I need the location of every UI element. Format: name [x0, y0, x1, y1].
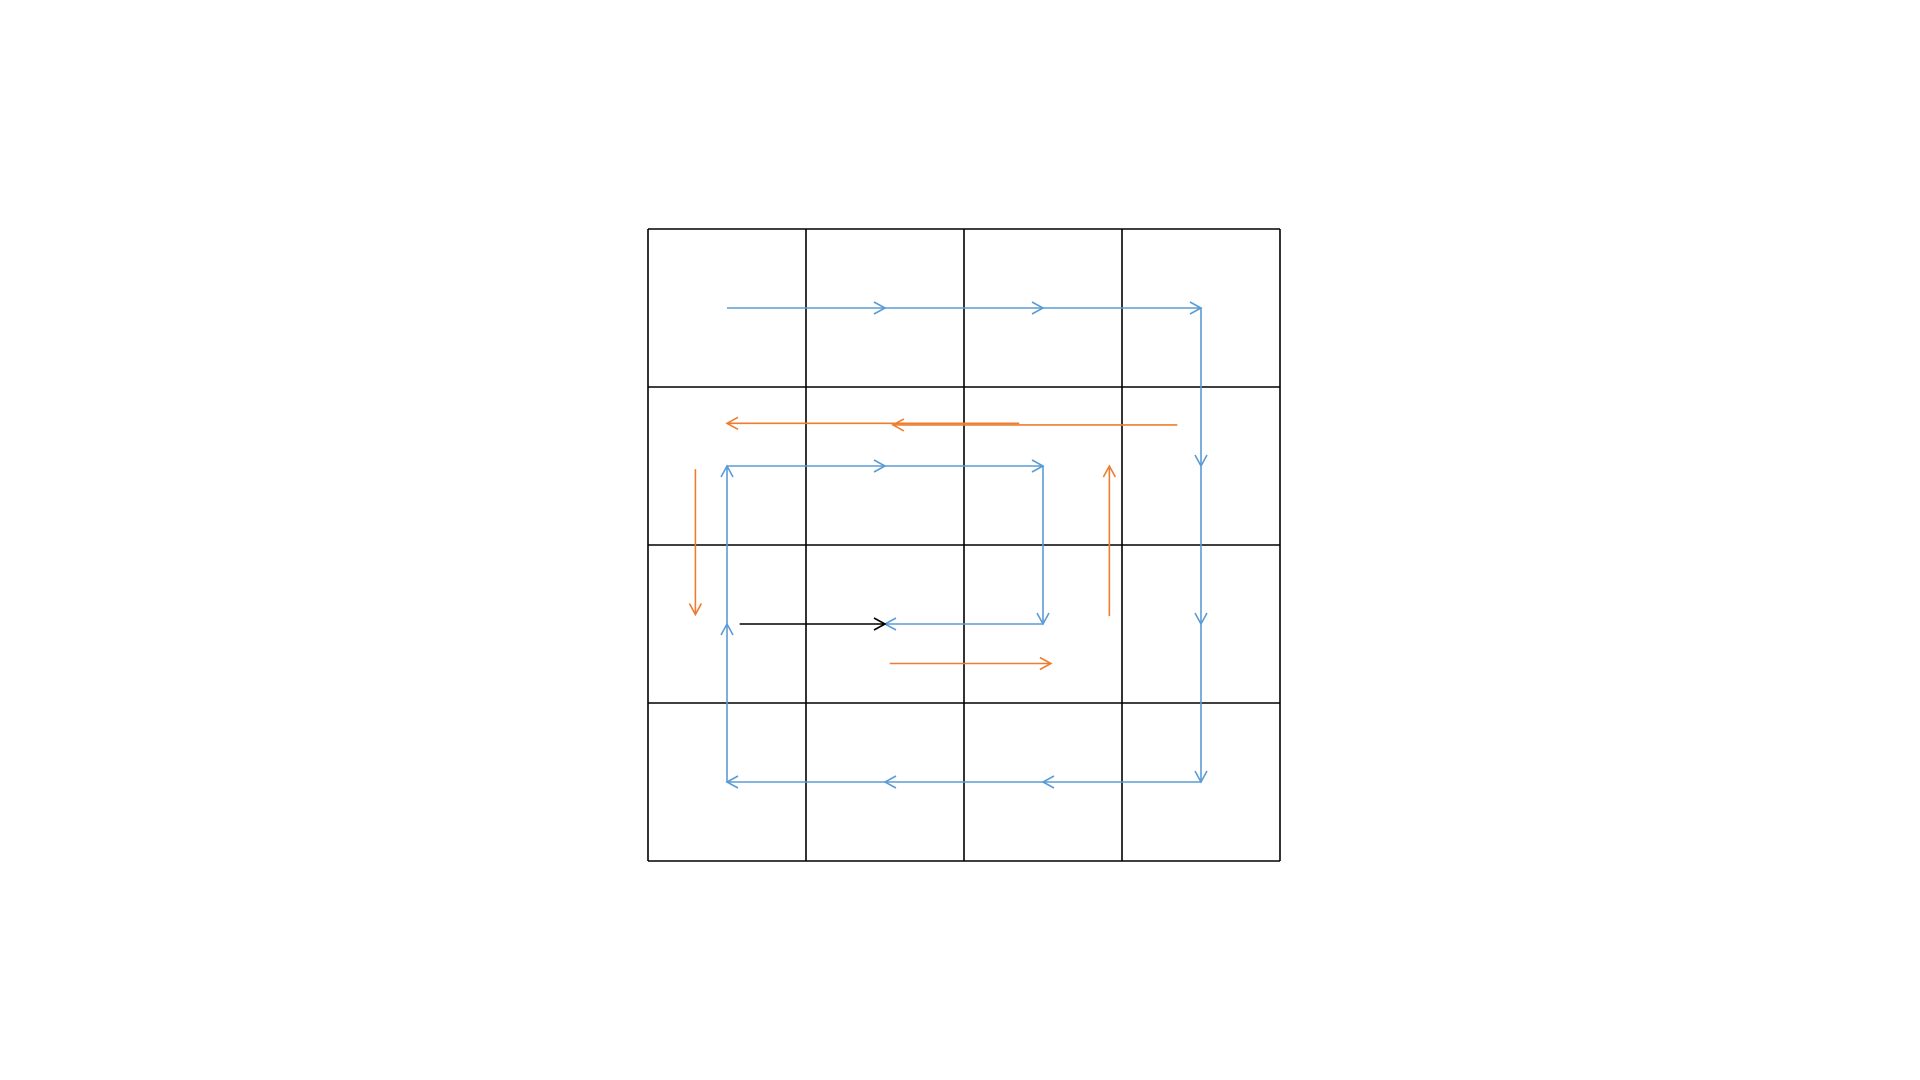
orange-arrow-left-down-head: [688, 603, 703, 617]
black-final-arrow: [739, 617, 887, 631]
orange-arrow-right-up-head: [1102, 464, 1117, 478]
blue-spiral-path-arrowhead: [720, 622, 734, 636]
orange-arrow-row1-left: [725, 416, 1020, 431]
blue-spiral-path-arrowhead: [883, 775, 897, 789]
orange-arrow-right-up: [1102, 464, 1117, 617]
orange-arrow-row1-mid-head: [891, 418, 905, 432]
black-final-arrow-arrowhead: [873, 617, 887, 631]
blue-spiral-path-arrowhead: [873, 301, 887, 315]
blue-spiral-path-arrowhead: [1194, 612, 1208, 626]
blue-spiral-path-arrowhead: [1031, 301, 1045, 315]
orange-arrow-left-down: [688, 469, 703, 617]
orange-arrow-bottom-right: [889, 656, 1053, 671]
orange-arrows: [688, 416, 1178, 671]
traversal-paths: [720, 301, 1208, 789]
blue-spiral-path-arrowhead: [873, 459, 887, 473]
orange-arrow-row1-left-head: [725, 416, 739, 431]
blue-spiral-path-arrowhead: [1041, 775, 1055, 789]
grid: [647, 228, 1281, 862]
orange-arrow-bottom-right-head: [1039, 656, 1053, 671]
blue-spiral-path: [720, 301, 1208, 789]
blue-spiral-path-arrowhead: [1194, 454, 1208, 468]
orange-arrow-row1-mid: [891, 418, 1178, 432]
